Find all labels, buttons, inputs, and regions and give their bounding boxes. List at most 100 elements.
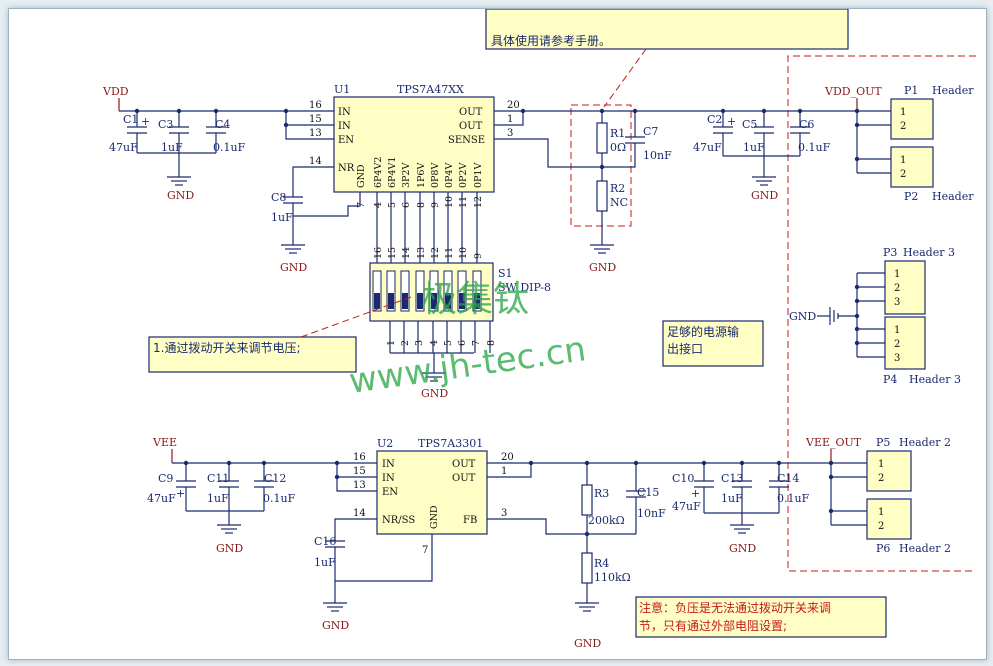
output-note-line2: 出接口 [667, 341, 703, 356]
u1-bottom-pin-label: 3P2V [401, 163, 412, 188]
c16-ref: C16 [314, 535, 336, 548]
header-p1 [890, 98, 934, 140]
c8-ref: C8 [271, 191, 286, 204]
u1-bottom-pin-label: 6P4V2 [373, 157, 384, 188]
dip-slider [429, 270, 439, 312]
dip-note-box [148, 336, 357, 373]
u2-right-pin-label: FB [463, 515, 477, 526]
header-p2 [890, 146, 934, 188]
svg-text:+: + [727, 115, 736, 128]
dip-top-pin-number: 9 [473, 253, 484, 259]
dip-slider [386, 270, 396, 312]
p3-part: Header 3 [903, 246, 955, 259]
u1-left-pin-number: 13 [309, 128, 322, 139]
gnd-label-c8: GND [280, 261, 307, 274]
ic-u2-body [376, 450, 488, 535]
gnd-label-3: GND [216, 542, 243, 555]
u2-part: TPS7A3301 [418, 437, 483, 450]
u1-bottom-pin-number: 12 [473, 196, 484, 208]
u1-bottom-pin-number: 9 [430, 202, 441, 208]
u2-right-pin-label: OUT [452, 459, 476, 470]
p5-ref: P5 [876, 436, 890, 449]
r1-ref: R1 [610, 127, 625, 140]
dip-slider [400, 270, 410, 312]
c12-ref: C12 [264, 472, 286, 485]
u1-left-pin-number: 16 [309, 100, 322, 111]
net-vdd-label: VDD [102, 85, 129, 98]
dip-bottom-pin-number: 3 [414, 340, 425, 346]
r4-ref: R4 [594, 557, 609, 570]
en-wire [285, 125, 334, 140]
c8-val: 1uF [271, 211, 293, 224]
p2-part: Header [932, 190, 974, 203]
cap-c4 [206, 111, 226, 153]
r1r2-region-border [570, 104, 632, 227]
u1-bottom-pin-label: 0P2V [458, 163, 469, 188]
p1-ref: P1 [904, 84, 918, 97]
dip-top-pin-number: 16 [373, 247, 384, 259]
cap-c1: + [127, 111, 150, 153]
p1-pin2: 2 [900, 121, 906, 132]
u2-left-pin-number: 14 [353, 508, 366, 519]
p2-ref: P2 [904, 190, 918, 203]
top-note-box [485, 9, 849, 50]
r3-ref: R3 [594, 487, 609, 500]
c12-val: 0.1uF [263, 492, 296, 505]
r1-val: 0Ω [610, 141, 626, 154]
c2-val: 47uF [693, 141, 722, 154]
header-p4 [884, 316, 926, 370]
c11-ref: C11 [207, 472, 229, 485]
gnd-label-1: GND [167, 189, 194, 202]
top-note-text: 具体使用请参考手册。 [491, 33, 611, 48]
c15-val: 10nF [637, 507, 666, 520]
dip-slider-knob [388, 293, 394, 309]
p3-pin3: 3 [894, 297, 900, 308]
c14-val: 0.1uF [777, 492, 810, 505]
u1-ref: U1 [334, 83, 350, 96]
u2-right-pin-number: 20 [501, 452, 514, 463]
cap-c14 [769, 463, 789, 513]
u1-right-pin-label: OUT [459, 107, 483, 118]
dip-slider-knob [374, 293, 380, 309]
r2-ref: R2 [610, 182, 625, 195]
gnd-label-2: GND [751, 189, 778, 202]
gnd-label-dip: GND [421, 387, 448, 400]
s1-part: SW DIP-8 [498, 281, 551, 294]
cap-c6 [790, 111, 810, 156]
dip-top-pin-number: 14 [401, 247, 412, 259]
u1-right-pin-number: 20 [507, 100, 520, 111]
gnd-label-r2: GND [589, 261, 616, 274]
u1-bottom-pin-number: 5 [387, 202, 398, 208]
dip-bottom-pin-number: 8 [486, 340, 497, 346]
gnd-label-r4: GND [574, 637, 601, 650]
svg-text:+: + [176, 487, 185, 500]
header-p3 [884, 260, 926, 315]
u2-left-pin-number: 13 [353, 480, 366, 491]
c7-val: 10nF [643, 149, 672, 162]
p4-pin1: 1 [894, 325, 900, 336]
u1-left-pin-number: 15 [309, 114, 322, 125]
dip-top-pin-number: 13 [416, 247, 427, 259]
dip-slider-knob [445, 293, 451, 309]
note-pointer-top [603, 48, 647, 108]
c14-ref: C14 [777, 472, 799, 485]
net-vdd-out-label: VDD_OUT [824, 85, 882, 98]
u1-bottom-pin-number: 8 [416, 202, 427, 208]
output-note-box [662, 320, 764, 367]
u2-left-pin-label: IN [382, 473, 395, 484]
p1-part: Header [932, 84, 974, 97]
u1-right-pin-label: OUT [459, 121, 483, 132]
p6-pin1: 1 [878, 507, 884, 518]
u2-right-pin-number: 1 [501, 466, 507, 477]
u1-left-pin-label: EN [338, 135, 354, 146]
resistor-r3 [581, 484, 593, 516]
u1-bottom-pin-label: 0P4V [444, 163, 455, 188]
p4-pin2: 2 [894, 339, 900, 350]
cap-c9: + [176, 463, 196, 511]
u1-left-pin-label: IN [338, 107, 351, 118]
dip-slider-knob [474, 293, 480, 309]
u2-right-pin-number: 3 [501, 508, 507, 519]
dip-note-text: 1.通过拨动开关来调节电压; [153, 341, 301, 355]
p5-pin1: 1 [878, 459, 884, 470]
p6-ref: P6 [876, 542, 890, 555]
